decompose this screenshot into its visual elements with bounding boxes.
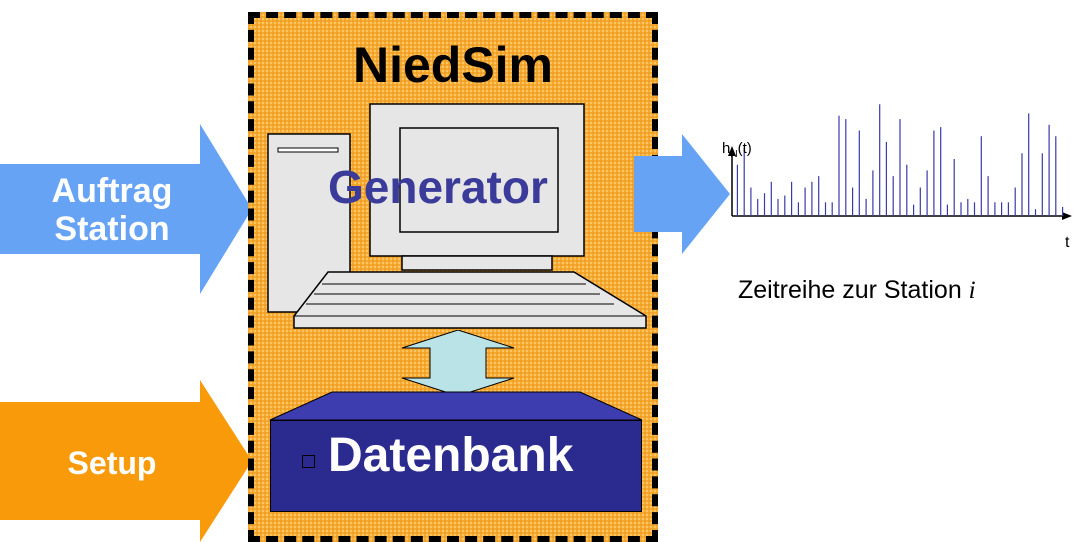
monitor-screen — [399, 127, 559, 233]
y-label-sub: N — [730, 149, 738, 160]
generator-label: Generator — [328, 161, 548, 213]
auftrag-label-line1: Auftrag — [51, 172, 173, 210]
auftrag-label: Auftrag Station — [36, 172, 188, 248]
monitor-stand — [401, 255, 553, 271]
chart-caption: Zeitreihe zur Station i — [738, 276, 976, 305]
auftrag-label-line2: Station — [54, 210, 170, 249]
series-bars — [736, 104, 1064, 216]
y-axis-label: hN(t) — [722, 140, 752, 160]
time-series-chart — [728, 104, 1072, 220]
output-arrow — [634, 134, 730, 254]
setup-label: Setup — [67, 445, 157, 481]
x-axis-label: t — [1065, 234, 1070, 251]
database-box — [270, 420, 642, 512]
database-marker — [302, 455, 315, 468]
keyboard — [293, 271, 647, 329]
caption-variable: i — [968, 277, 976, 304]
auftrag-arrow — [0, 124, 252, 294]
caption-text: Zeitreihe zur Station — [738, 276, 962, 304]
double-arrow-icon — [401, 330, 515, 396]
computer-icon — [267, 103, 647, 329]
y-label-main: h — [722, 140, 731, 157]
setup-arrow — [0, 380, 252, 542]
niedsim-title: NiedSim — [352, 37, 554, 93]
x-axis-arrowhead — [1062, 212, 1072, 220]
y-axis-arrowhead — [728, 146, 736, 156]
y-label-suffix: (t) — [737, 140, 752, 157]
database-label: Datenbank — [328, 429, 574, 482]
database-top — [269, 391, 643, 421]
